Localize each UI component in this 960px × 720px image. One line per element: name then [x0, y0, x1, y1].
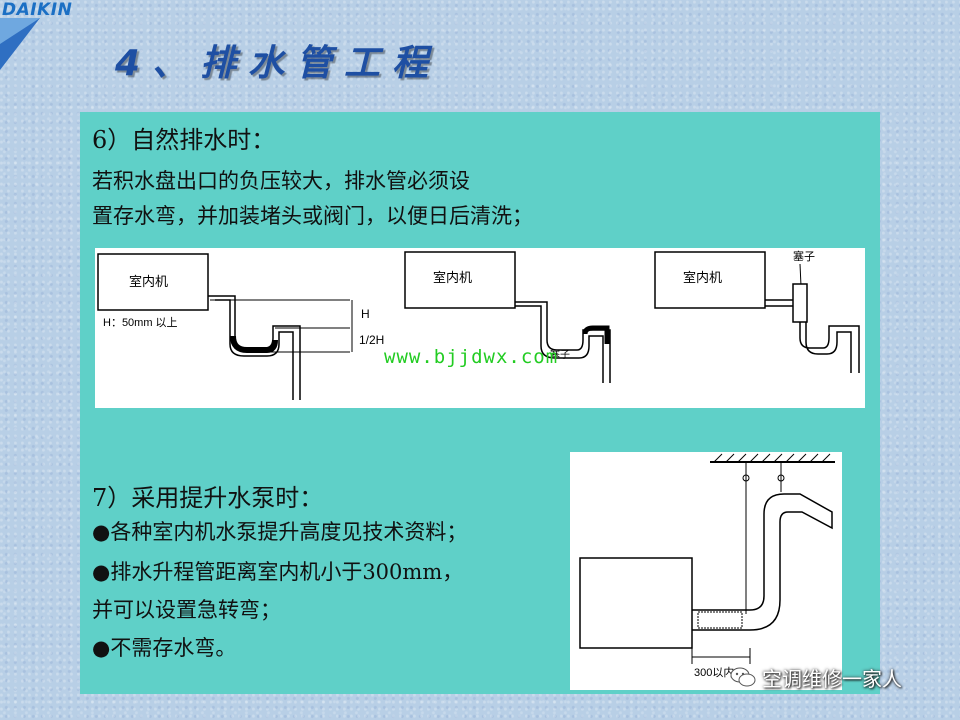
dim-h-label: H [361, 307, 370, 321]
natural-drain-diagram: 室内机 H：50mm 以上 H 1/2H 室内机 塞子 室内机 塞子 [97, 249, 860, 400]
watermark-url: www.bjjdwx.com [384, 346, 559, 368]
diagram-a-h-note: H：50mm 以上 [103, 316, 178, 329]
dim-half-h-label: 1/2H [359, 333, 384, 347]
natural-drain-figure: 室内机 H：50mm 以上 H 1/2H 室内机 塞子 室内机 塞子 [95, 248, 865, 408]
logo-text: DAIKIN [2, 0, 73, 20]
section7-bullet2: ●排水升程管距离室内机小于300mm， [92, 560, 464, 584]
brand-logo: DAIKIN [0, 0, 110, 70]
lift-pump-figure: 300以内 [570, 452, 842, 690]
logo-triangle-icon [0, 18, 40, 70]
diagram-a-unit-label: 室内机 [129, 274, 168, 289]
section6-line1: 若积水盘出口的负压较大，排水管必须设 [92, 169, 470, 193]
badge-text: 空调维修一家人 [762, 666, 902, 691]
plug-label: 塞子 [793, 249, 815, 263]
page-title: 4、排水管工程 [115, 43, 441, 84]
section7-bullet1: ●各种室内机水泵提升高度见技术资料； [92, 520, 468, 544]
section7-bullet3: 并可以设置急转弯； [92, 598, 281, 622]
account-badge: 空调维修一家人 [730, 662, 902, 692]
diagram-b-unit-label: 室内机 [433, 270, 472, 285]
wechat-icon [730, 667, 756, 687]
dim-300-label: 300以内 [694, 665, 734, 679]
section7-heading: 7）采用提升水泵时： [92, 484, 324, 512]
section7-bullet4: ●不需存水弯。 [92, 636, 237, 660]
lift-pump-diagram: 300以内 [579, 453, 835, 679]
section6-heading: 6）自然排水时： [92, 126, 276, 154]
diagram-c-unit-label: 室内机 [683, 270, 722, 285]
section6-line2: 置存水弯，并加装堵头或阀门，以便日后清洗； [92, 204, 533, 228]
diagram-b-plug-label: 塞子 [550, 348, 570, 361]
